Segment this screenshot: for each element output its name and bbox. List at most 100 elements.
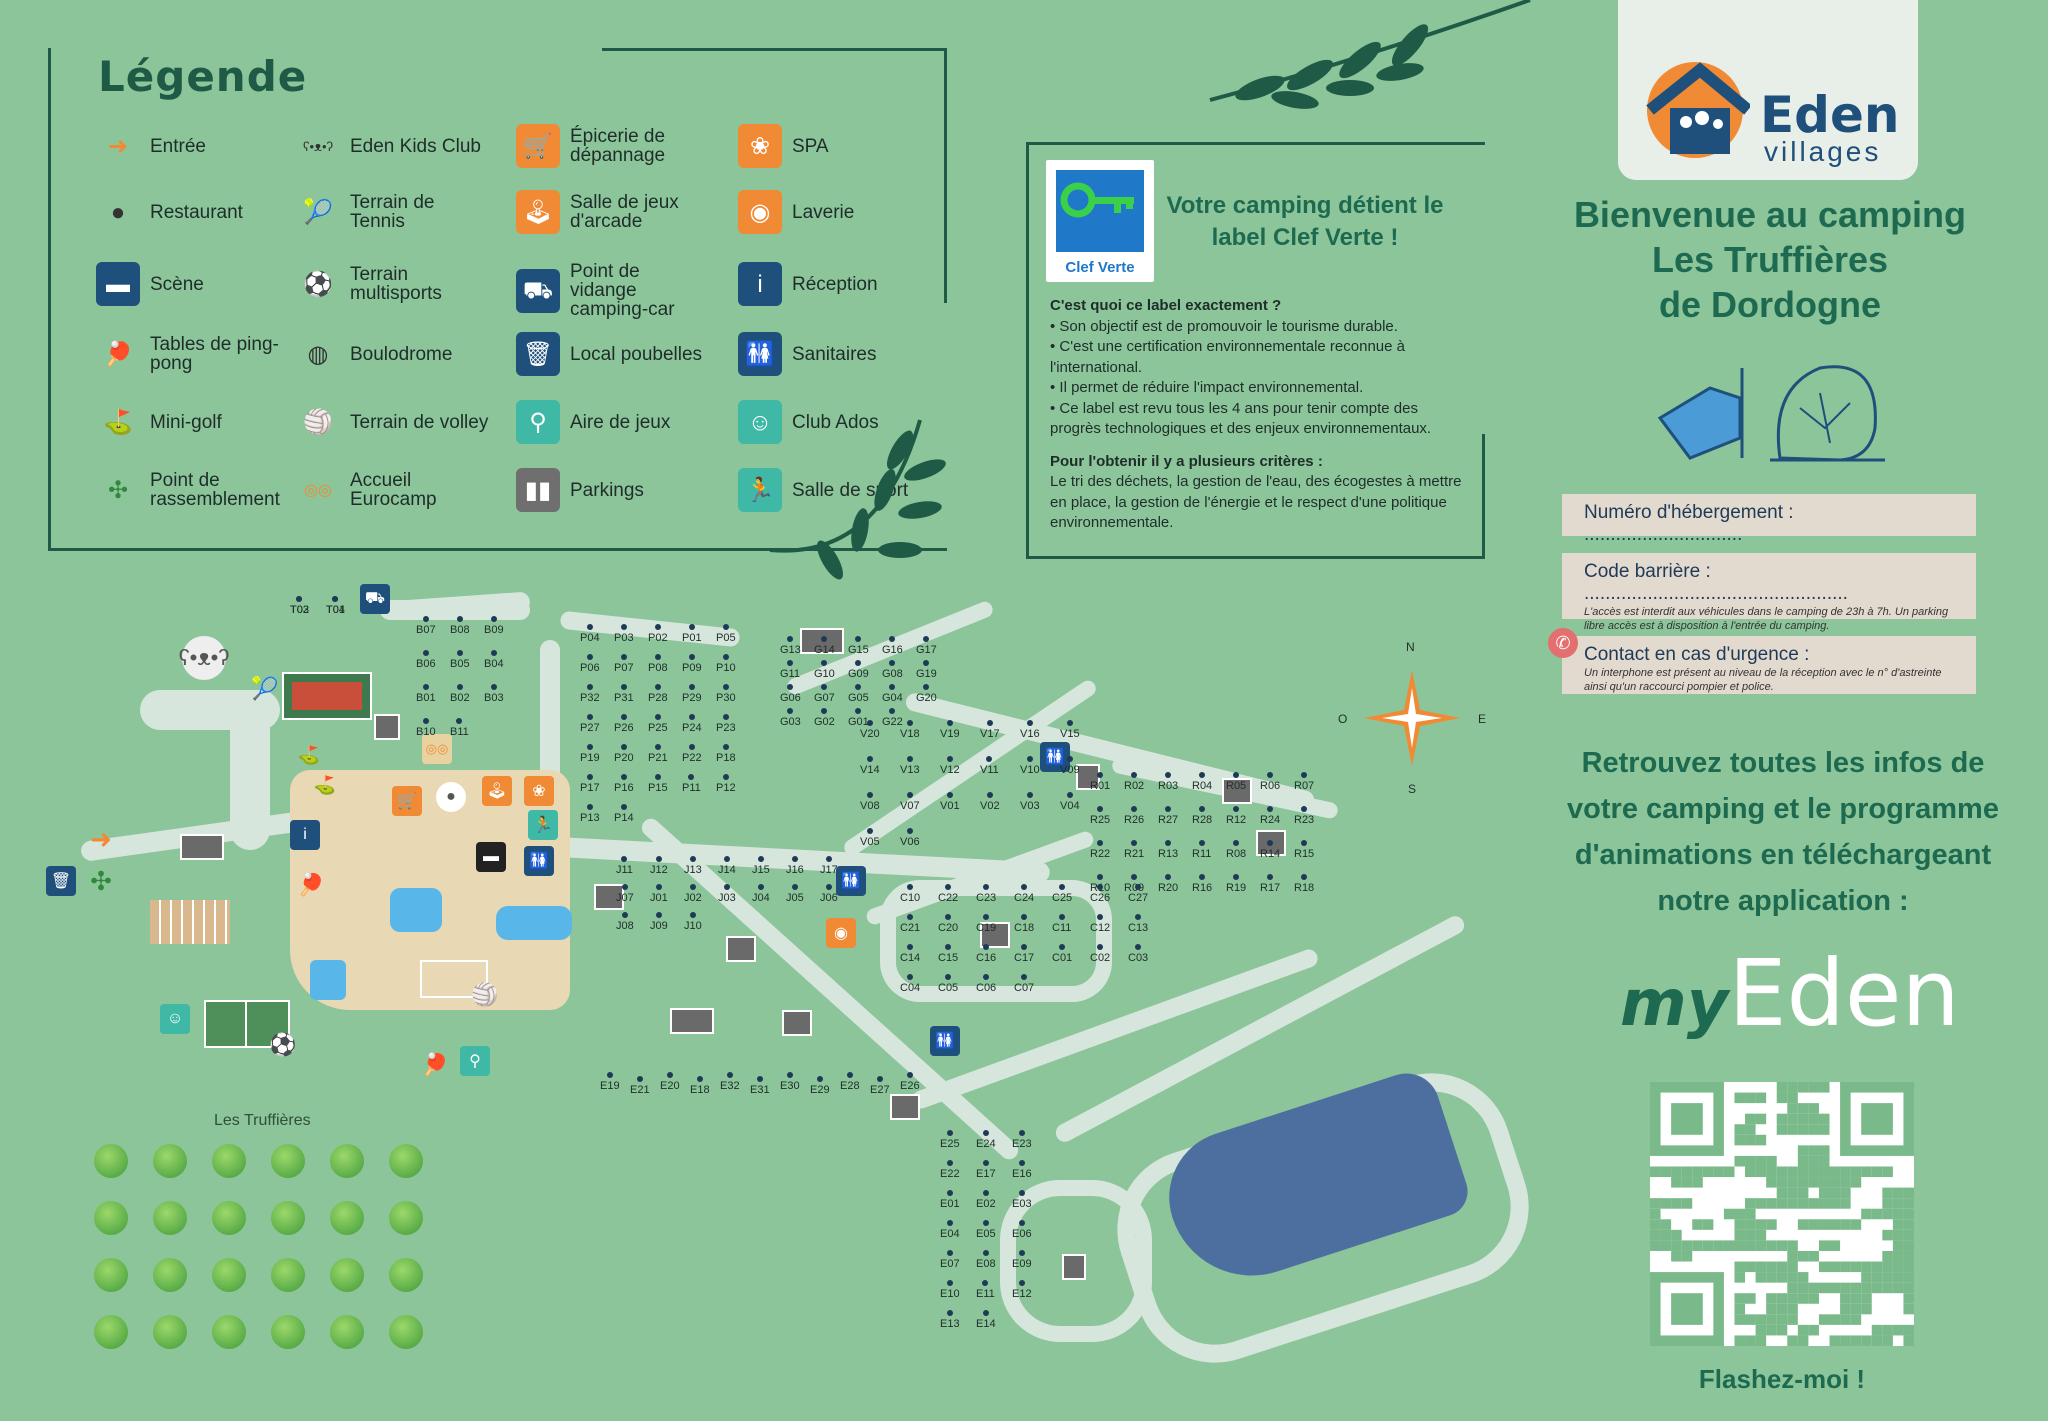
emergency-contact-field[interactable]: Contact en cas d'urgence : Un interphone… xyxy=(1562,636,1976,694)
myeden-logo: myEden xyxy=(1620,940,1960,1047)
pitch-marker: C01 xyxy=(1052,944,1072,964)
pitch-marker: C16 xyxy=(976,944,996,964)
parking-icon xyxy=(890,1094,920,1120)
truffle-tree-icon xyxy=(271,1144,305,1178)
pitch-marker: E19 xyxy=(600,1072,620,1092)
pitch-marker: C18 xyxy=(1014,914,1034,934)
toilets-icon: 🚻 xyxy=(738,332,782,376)
pitch-marker: J06 xyxy=(820,884,838,904)
compass-south: S xyxy=(1408,782,1417,796)
ping-pong-icon: 🏓 xyxy=(297,872,325,897)
truffle-tree-icon xyxy=(389,1144,423,1178)
legend-item: ▬Scène xyxy=(96,262,204,306)
welcome-line-3: de Dordogne xyxy=(1659,284,1881,325)
parking-icon xyxy=(180,834,224,860)
pitch-marker: V06 xyxy=(900,828,920,848)
pitch-marker: R15 xyxy=(1294,840,1314,860)
pitch-marker: J03 xyxy=(718,884,736,904)
pitch-marker: C22 xyxy=(938,884,958,904)
pitch-marker: V17 xyxy=(980,720,1000,740)
truffle-tree-icon xyxy=(94,1315,128,1349)
pitch-marker: C17 xyxy=(1014,944,1034,964)
barrier-code-field[interactable]: Code barrière : ........................… xyxy=(1562,553,1976,632)
pitch-marker: P21 xyxy=(648,744,668,764)
truffle-tree-icon xyxy=(271,1201,305,1235)
clef-verte-p2: Le tri des déchets, la gestion de l'eau,… xyxy=(1050,473,1462,531)
pitch-marker: P16 xyxy=(614,774,634,794)
legend-item: ◍Boulodrome xyxy=(296,332,453,376)
pitch-marker: V01 xyxy=(940,792,960,812)
welcome-line-2: Les Truffières xyxy=(1651,239,1889,280)
pitch-marker: B10 xyxy=(416,718,436,738)
pitch-marker: C12 xyxy=(1090,914,1110,934)
truffle-flag-illustration-icon xyxy=(1657,365,1885,462)
accommodation-field[interactable]: Numéro d'hébergement : .................… xyxy=(1562,494,1976,545)
pitch-marker: P25 xyxy=(648,714,668,734)
legend-title: Légende xyxy=(98,52,308,101)
pitch-marker: V19 xyxy=(940,720,960,740)
pitch-marker: C02 xyxy=(1090,944,1110,964)
arrow-right-icon: ➜ xyxy=(107,132,129,160)
pitch-marker: B11 xyxy=(450,718,469,738)
pitch-marker: G07 xyxy=(814,684,835,704)
pitch-marker: P19 xyxy=(580,744,600,764)
pitch-marker: P11 xyxy=(682,774,701,794)
clef-verte-headline: Votre camping détient le label Clef Vert… xyxy=(1166,192,1444,251)
truffle-tree-icon xyxy=(271,1258,305,1292)
legend-item-label: Terrain de volley xyxy=(350,411,489,433)
golf-flag-icon: ⛳ xyxy=(103,408,133,436)
pitch-marker: E17 xyxy=(976,1160,996,1180)
pitch-marker: C06 xyxy=(976,974,996,994)
pitch-marker: R04 xyxy=(1192,772,1212,792)
stage-icon: ▬ xyxy=(96,262,140,306)
legend-item: 🕹Salle de jeux d'arcade xyxy=(516,190,710,234)
clef-verte-b1: • Son objectif est de promouvoir le tour… xyxy=(1050,317,1398,335)
legend-item: ⛟Point de vidange camping-car xyxy=(516,262,710,319)
pitch-marker: R17 xyxy=(1260,874,1280,894)
barrier-note: L'accès est interdit aux véhicules dans … xyxy=(1584,606,1949,632)
pitch-marker: G05 xyxy=(848,684,869,704)
truffle-tree-icon xyxy=(271,1315,305,1349)
pitch-marker: B02 xyxy=(450,684,470,704)
truffle-tree-icon xyxy=(330,1258,364,1292)
pitch-marker: R05 xyxy=(1226,772,1246,792)
playground-icon: ⚲ xyxy=(516,400,560,444)
camper-icon: ⛟ xyxy=(516,268,560,313)
legend-item: ●Restaurant xyxy=(96,190,243,234)
pitch-marker: E01 xyxy=(940,1190,960,1210)
gym-icon: 🏃 xyxy=(528,810,558,840)
entrance-arrow-icon: ➜ xyxy=(90,823,112,854)
pitch-marker: C04 xyxy=(900,974,920,994)
pitch-marker: P08 xyxy=(648,654,668,674)
pitch-marker: J05 xyxy=(786,884,804,904)
pitch-marker: R26 xyxy=(1124,806,1144,826)
truffle-tree-icon xyxy=(94,1201,128,1235)
pitch-marker: E02 xyxy=(976,1190,996,1210)
legend-item: 🚻Sanitaires xyxy=(738,332,877,376)
truffle-tree-icon xyxy=(153,1258,187,1292)
qr-code[interactable] xyxy=(1650,1082,1914,1346)
pitch-marker: B05 xyxy=(450,650,470,670)
compass-rose-icon xyxy=(1364,670,1460,766)
truffle-tree-icon xyxy=(389,1201,423,1235)
welcome-title: Bienvenue au camping Les Truffières de D… xyxy=(1540,192,2000,327)
pitch-marker: B04 xyxy=(484,650,504,670)
pitch-marker: T01 xyxy=(326,596,345,616)
pitch-marker: P32 xyxy=(580,684,600,704)
pitch-marker: R28 xyxy=(1192,806,1212,826)
pitch-marker: V12 xyxy=(940,756,960,776)
pitch-marker: P23 xyxy=(716,714,736,734)
pitch-marker: G22 xyxy=(882,708,903,728)
truffle-tree-icon xyxy=(153,1315,187,1349)
compass-east: E xyxy=(1478,712,1487,726)
clef-verte-text: C'est quoi ce label exactement ? • Son o… xyxy=(1050,296,1470,534)
pitch-marker: P26 xyxy=(614,714,634,734)
legend-item-label: Réception xyxy=(792,273,878,295)
pitch-marker: G03 xyxy=(780,708,801,728)
pitch-marker: R27 xyxy=(1158,806,1178,826)
pitch-marker: E13 xyxy=(940,1310,960,1330)
pitch-marker: P10 xyxy=(716,654,736,674)
clef-verte-b3: • Il permet de réduire l'impact environn… xyxy=(1050,379,1364,396)
pitch-marker: B08 xyxy=(450,616,470,636)
legend-frame-corner xyxy=(602,48,947,303)
